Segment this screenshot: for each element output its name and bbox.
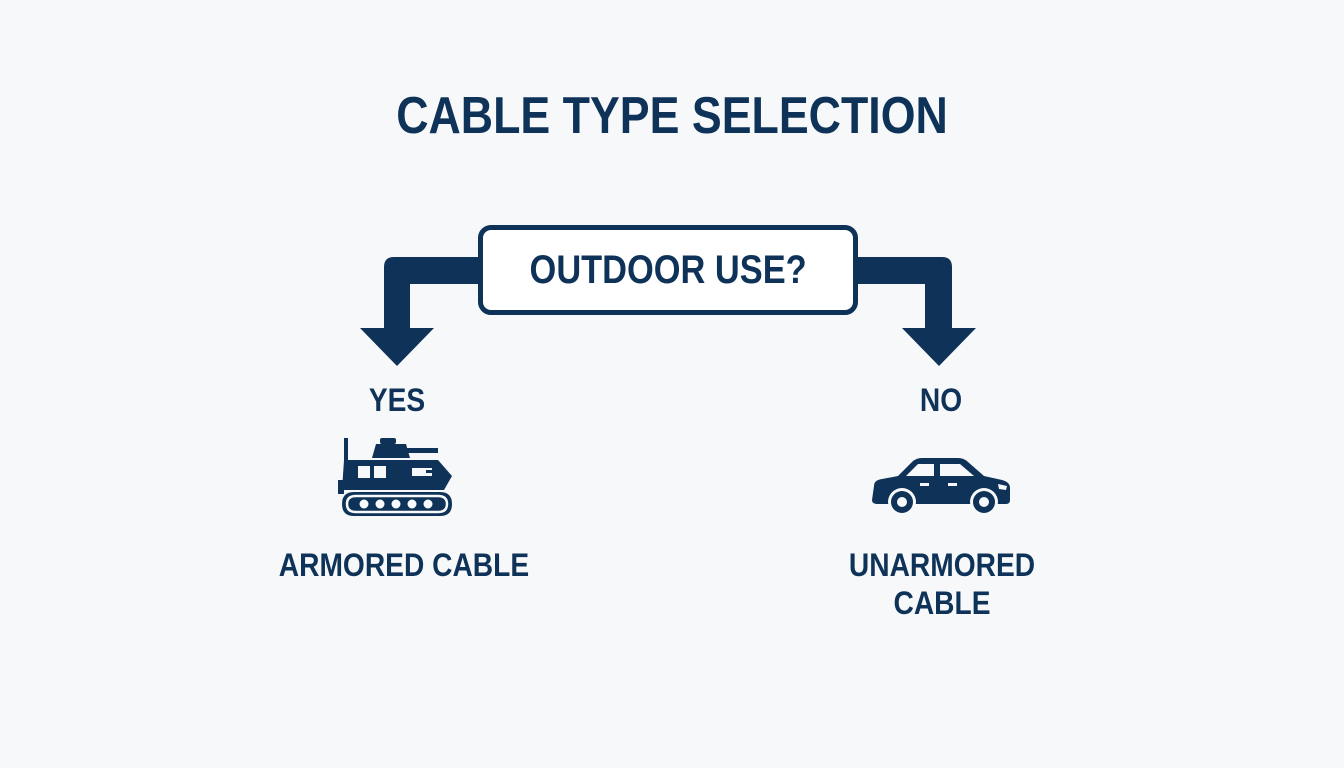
branch-label-yes: YES (368, 382, 426, 418)
branch-label-no: NO (919, 382, 963, 418)
result-unarmored-cable-line1: UNARMORED (848, 547, 1036, 583)
tank-icon (338, 438, 452, 516)
arrow-yes (360, 257, 480, 366)
car-icon (872, 458, 1010, 516)
result-unarmored-cable-line2: CABLE (893, 585, 991, 621)
arrow-no (855, 257, 976, 366)
result-armored-cable: ARMORED CABLE (278, 547, 530, 583)
decision-question: OUTDOOR USE? (529, 247, 807, 292)
diagram-title: CABLE TYPE SELECTION (396, 87, 948, 145)
decision-box: OUTDOOR USE? (478, 225, 858, 315)
